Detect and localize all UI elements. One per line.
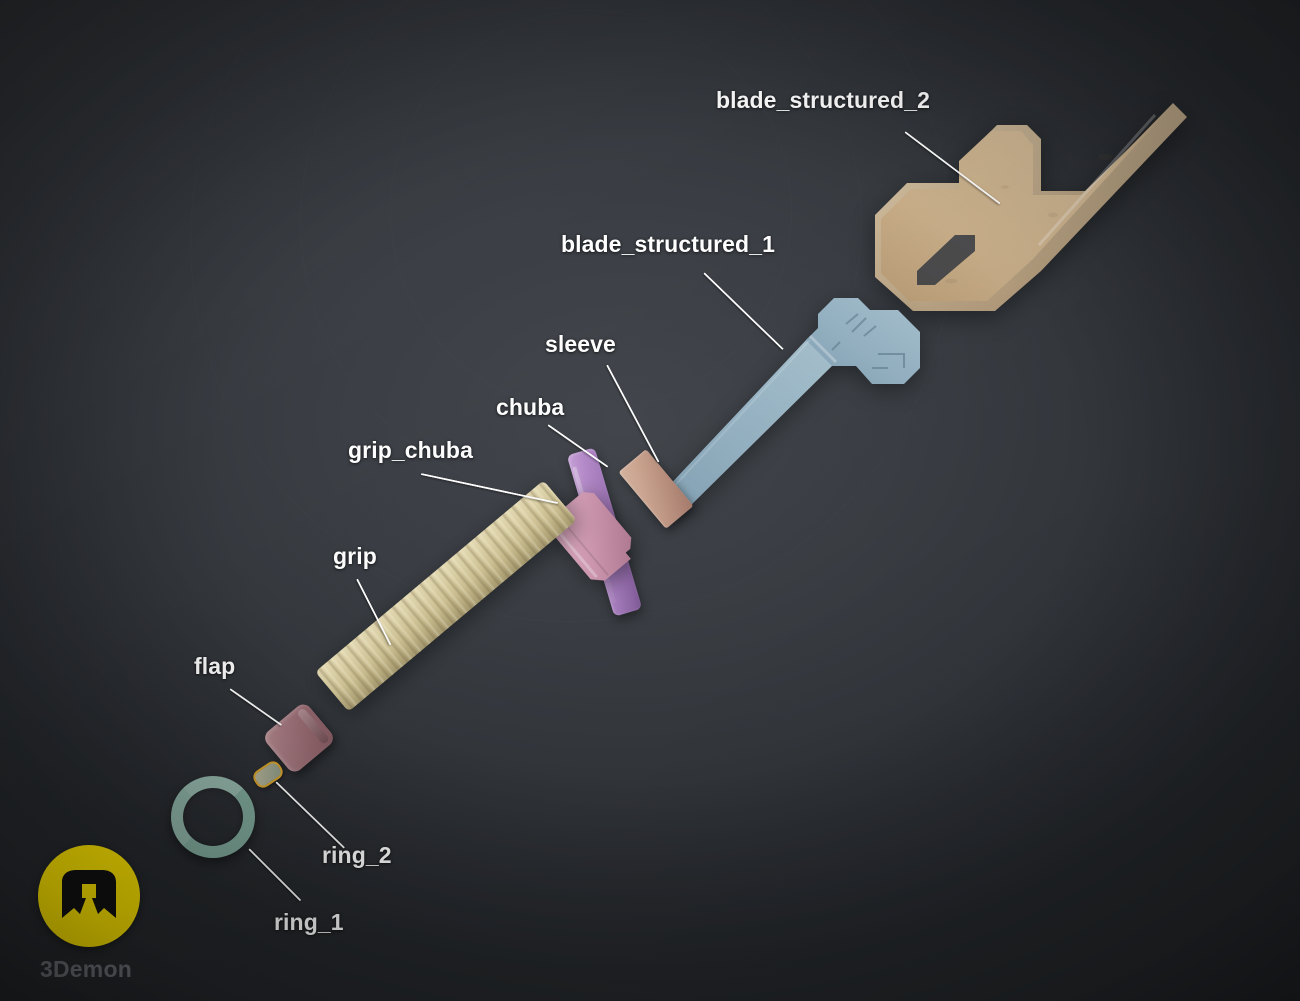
- leader-line-ring-2: [275, 781, 346, 849]
- label-ring-2: ring_2: [322, 842, 392, 868]
- label-chuba: chuba: [496, 394, 565, 420]
- leader-line-ring-1: [248, 848, 302, 902]
- label-blade-structured-1: blade_structured_1: [561, 231, 775, 257]
- brand-logo: 3Demon: [38, 845, 198, 983]
- brand-name: 3Demon: [40, 956, 132, 982]
- demon-glyph-icon: [62, 870, 116, 918]
- label-flap: flap: [194, 653, 236, 679]
- label-blade-structured-2: blade_structured_2: [716, 87, 930, 113]
- label-sleeve: sleeve: [545, 331, 616, 357]
- grip-wrap-texture: [315, 480, 577, 712]
- label-ring-1: ring_1: [274, 909, 344, 935]
- leader-line-flap: [229, 688, 283, 726]
- label-grip-chuba: grip_chuba: [348, 437, 473, 463]
- brand-badge: [38, 845, 140, 947]
- part-grip[interactable]: [315, 480, 577, 712]
- label-grip: grip: [333, 543, 377, 569]
